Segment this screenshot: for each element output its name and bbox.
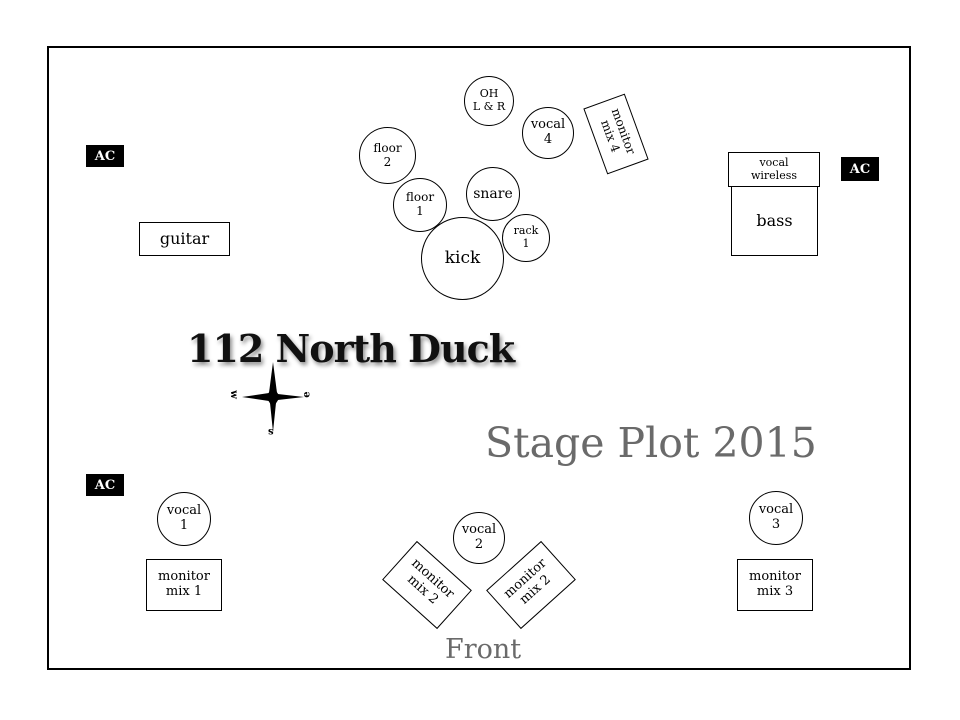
vocal-2-label: vocal 2	[461, 522, 497, 552]
floor-tom-2: floor 2	[359, 127, 416, 184]
compass-east-label: e	[301, 391, 313, 398]
ac-outlet-right: AC	[841, 157, 879, 181]
monitor-mix-1-label: monitor mix 1	[158, 569, 210, 599]
stage-outline	[47, 46, 911, 670]
floor-tom-2-label: floor 2	[373, 140, 402, 169]
rack-tom-1-label: rack 1	[513, 224, 539, 250]
vocal-2-mic: vocal 2	[453, 512, 505, 564]
compass-rose-icon	[242, 362, 304, 432]
vocal-wireless-receiver: vocal wireless	[728, 152, 820, 187]
monitor-mix-3-label: monitor mix 3	[749, 569, 801, 599]
ac-outlet-left-upper: AC	[86, 145, 124, 167]
overhead-mics: OH L & R	[464, 76, 514, 126]
vocal-4-mic: vocal 4	[522, 107, 574, 159]
guitar-label: guitar	[159, 228, 210, 248]
stage-plot-title: Stage Plot 2015	[485, 419, 817, 467]
rack-tom-1: rack 1	[502, 214, 550, 262]
vocal-wireless-label: vocal wireless	[750, 155, 798, 182]
floor-tom-1-label: floor 1	[405, 190, 435, 218]
overhead-mics-label: OH L & R	[472, 87, 506, 113]
snare-label: snare	[473, 185, 513, 202]
monitor-mix-3-wedge: monitor mix 3	[737, 559, 813, 611]
vocal-3-label: vocal 3	[758, 502, 794, 532]
ac-outlet-left-lower: AC	[86, 474, 124, 496]
compass-west-label: w	[227, 390, 239, 399]
compass-south-label: s	[268, 426, 274, 437]
monitor-mix-1-wedge: monitor mix 1	[146, 559, 222, 611]
band-name: 112 North Duck	[187, 326, 515, 371]
kick-label: kick	[444, 247, 481, 268]
vocal-3-mic: vocal 3	[749, 491, 803, 545]
front-of-stage-label: Front	[445, 634, 522, 665]
vocal-4-label: vocal 4	[530, 117, 566, 147]
guitar-amp: guitar	[139, 222, 230, 256]
monitor-mix-4-label: monitor mix 4	[598, 106, 639, 157]
bass-amp: bass	[731, 186, 818, 256]
bass-label: bass	[756, 210, 793, 230]
kick-drum: kick	[421, 217, 504, 300]
floor-tom-1: floor 1	[393, 178, 447, 232]
snare-drum: snare	[466, 167, 520, 221]
vocal-1-mic: vocal 1	[157, 492, 211, 546]
vocal-1-label: vocal 1	[166, 503, 202, 533]
